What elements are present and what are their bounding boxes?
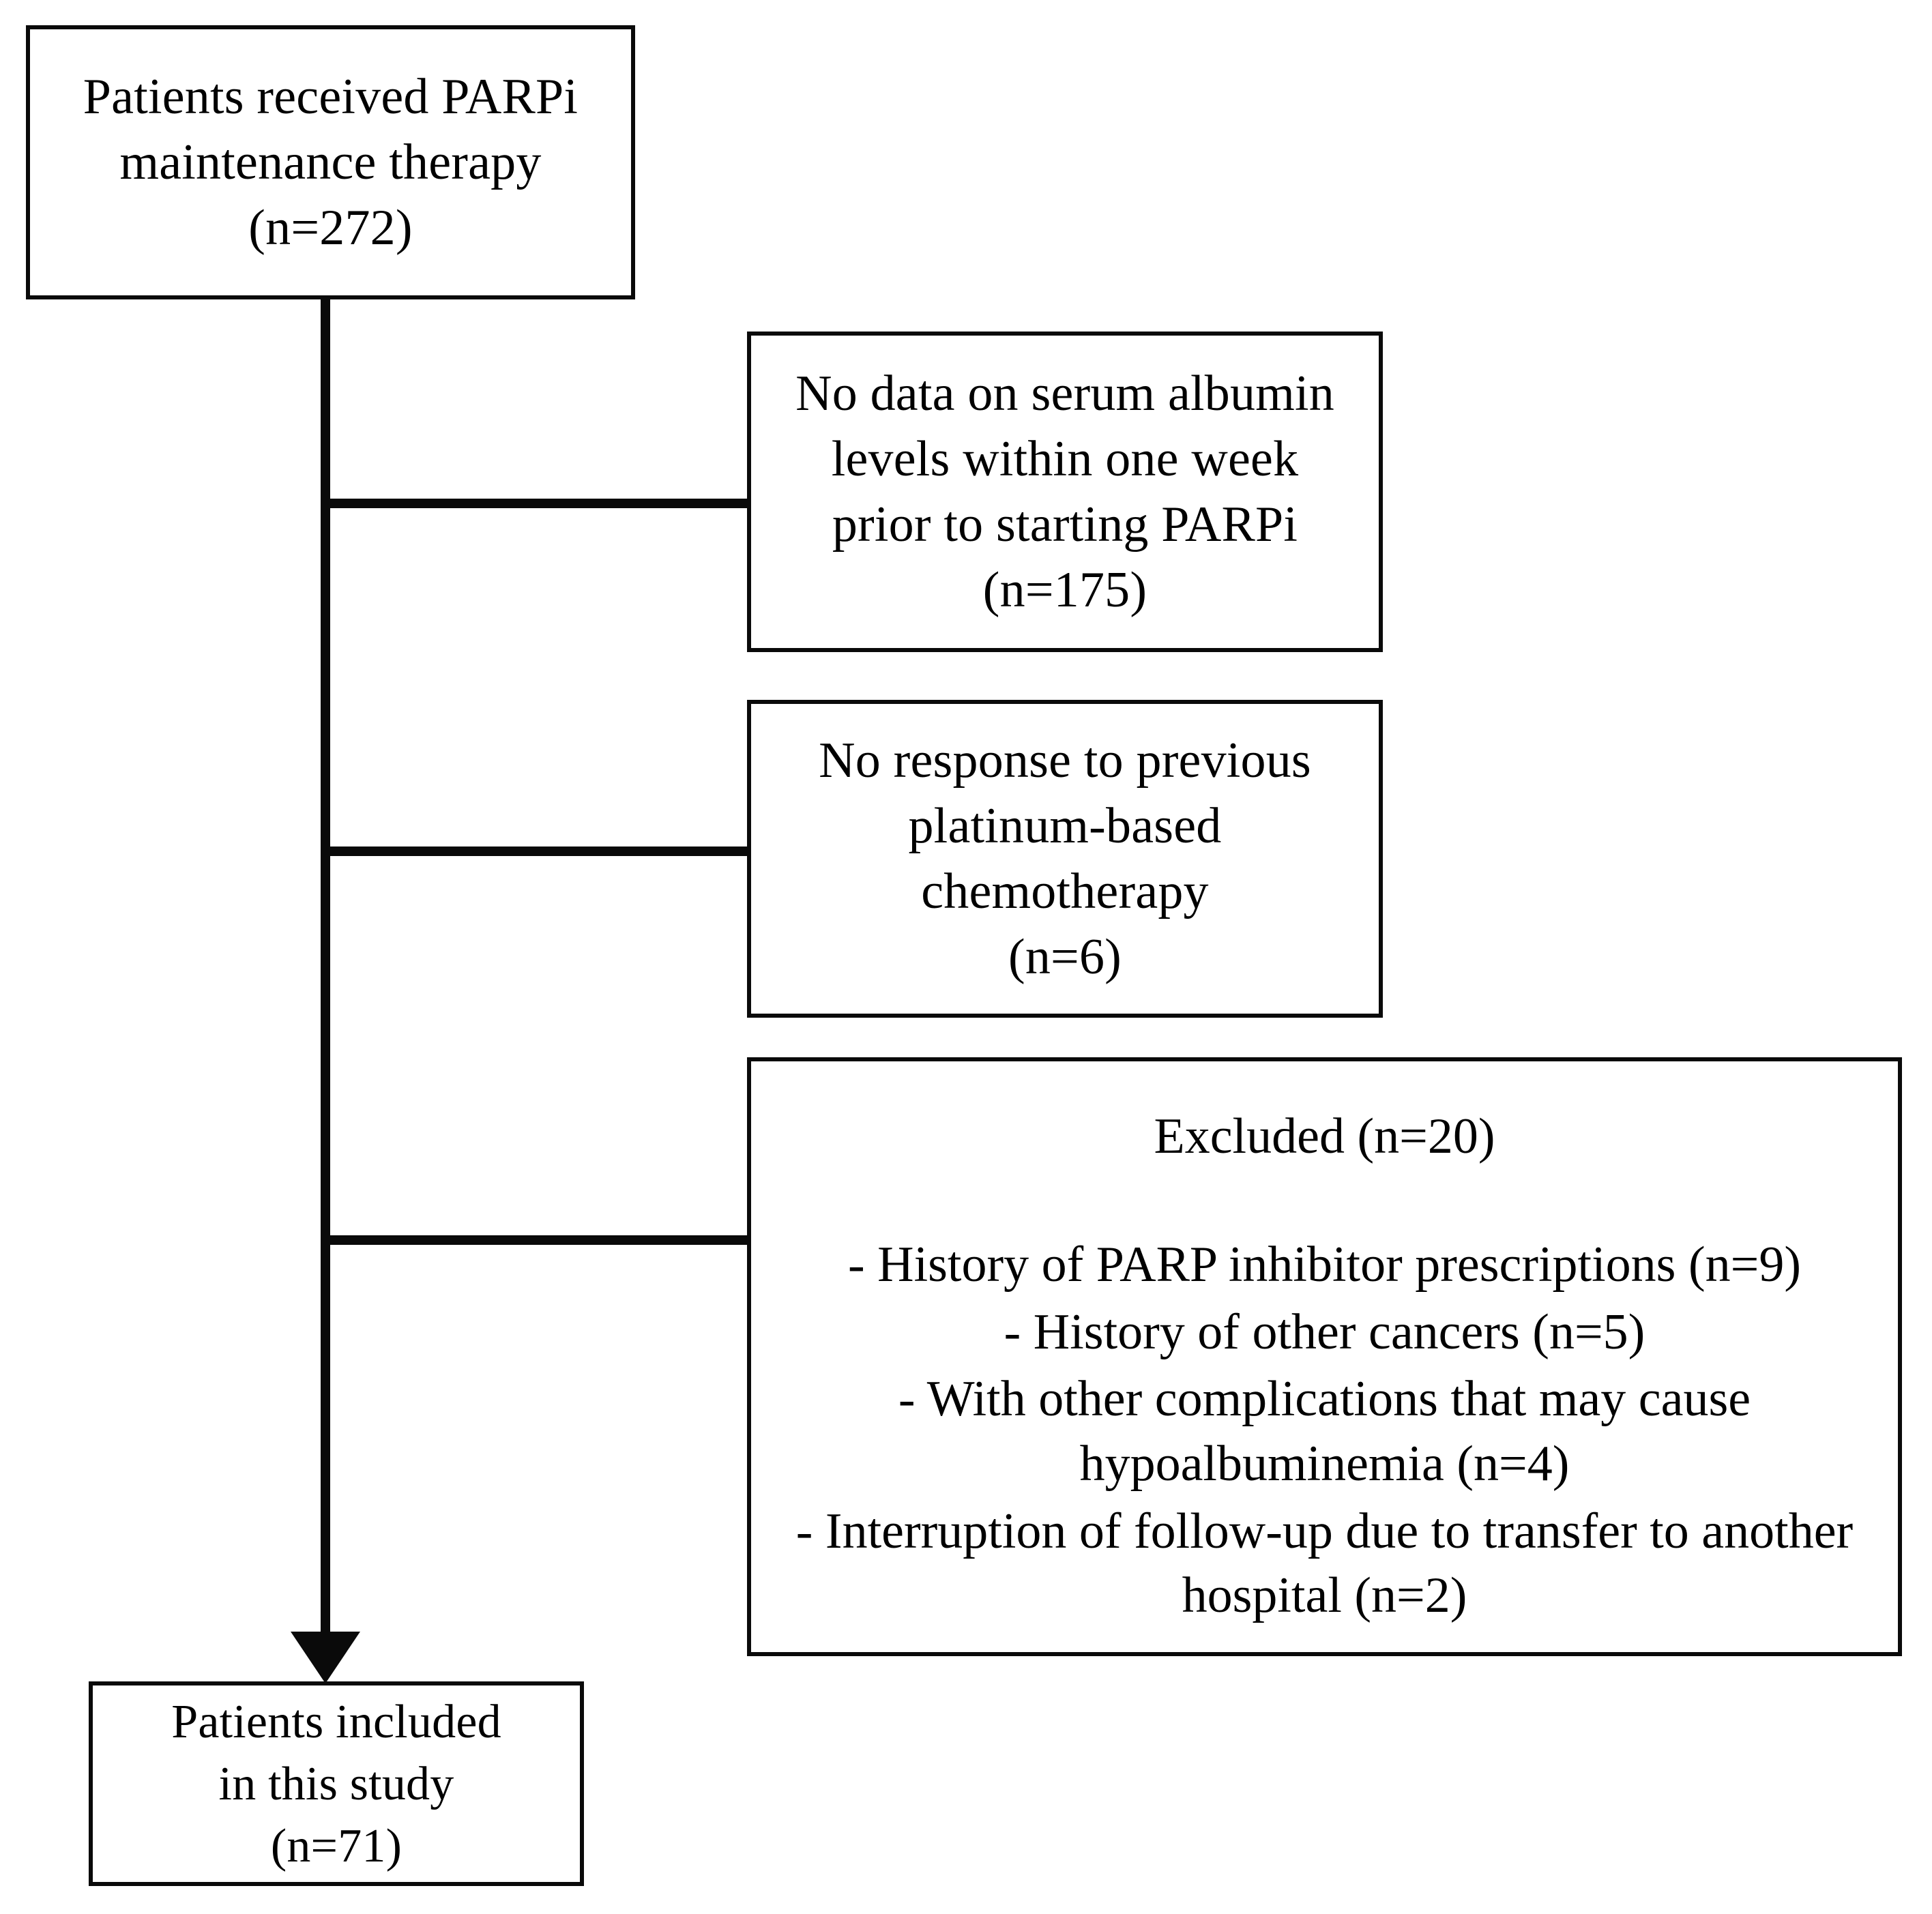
- branch-to-excluded-platinum: [321, 846, 752, 856]
- excluded-other-list: - History of PARP inhibitor prescription…: [772, 1233, 1877, 1628]
- node-excluded-no-platinum-response-label: No response to previous platinum-based c…: [819, 732, 1311, 986]
- list-item: - History of other cancers (n=5): [1004, 1304, 1645, 1360]
- branch-to-excluded-albumin: [321, 499, 752, 508]
- node-excluded-other: Excluded (n=20) - History of PARP inhibi…: [747, 1057, 1902, 1656]
- list-item: - Interruption of follow-up due to trans…: [795, 1503, 1854, 1624]
- node-patients-received-parpi-label: Patients received PARPi maintenance ther…: [83, 68, 579, 256]
- branch-to-excluded-other: [321, 1235, 752, 1245]
- excluded-other-content: Excluded (n=20) - History of PARP inhibi…: [772, 1078, 1877, 1631]
- excluded-other-title: Excluded (n=20): [1154, 1108, 1495, 1164]
- node-excluded-no-platinum-response: No response to previous platinum-based c…: [747, 700, 1383, 1018]
- node-excluded-no-albumin-data: No data on serum albumin levels within o…: [747, 332, 1383, 652]
- list-item: - With other complications that may caus…: [898, 1371, 1751, 1492]
- node-excluded-no-albumin-data-label: No data on serum albumin levels within o…: [795, 365, 1334, 619]
- arrow-to-included-icon: [291, 1632, 360, 1683]
- main-flow-line: [321, 299, 330, 1647]
- list-item: - History of PARP inhibitor prescription…: [847, 1236, 1801, 1293]
- node-patients-received-parpi: Patients received PARPi maintenance ther…: [26, 25, 635, 299]
- node-patients-included-label: Patients included in this study (n=71): [171, 1695, 501, 1872]
- node-patients-included: Patients included in this study (n=71): [89, 1681, 584, 1886]
